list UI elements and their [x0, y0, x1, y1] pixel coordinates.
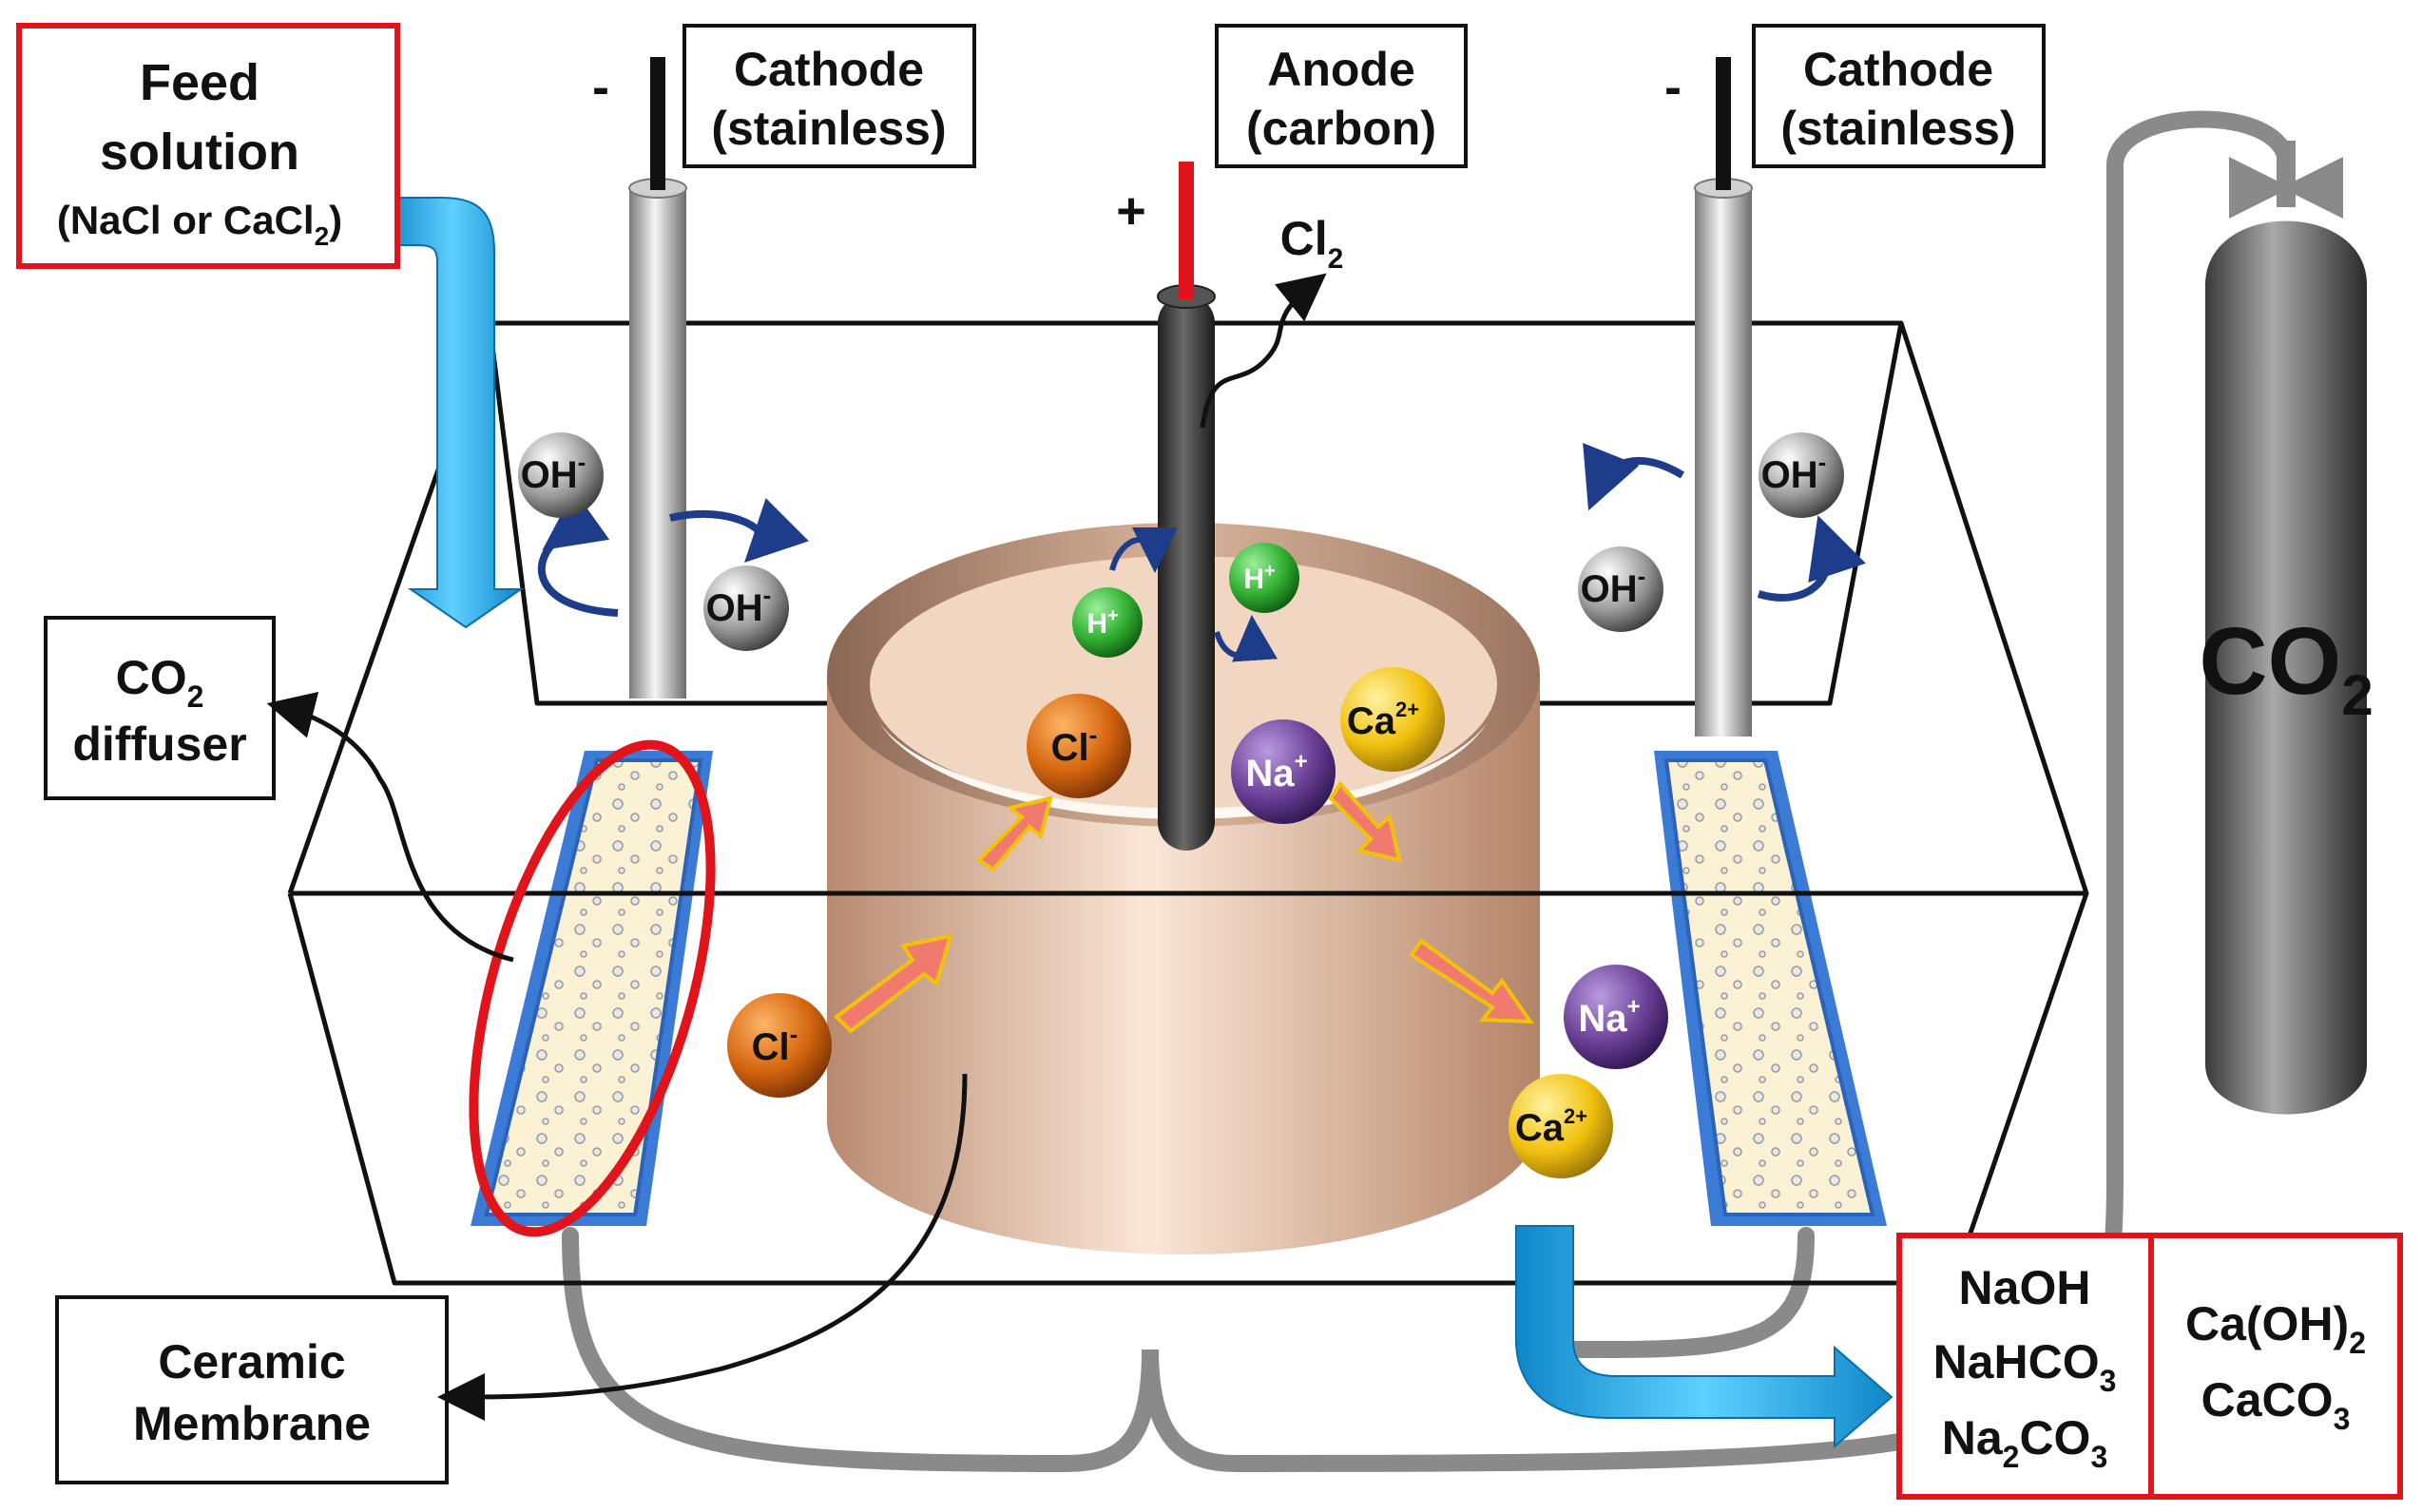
oh-circulation-arrow-right-1: [1583, 442, 1685, 511]
svg-text:Ceramic: Ceramic: [158, 1335, 345, 1388]
svg-text:Cathode: Cathode: [734, 43, 924, 96]
svg-text:OH-: OH-: [1581, 562, 1646, 610]
co2-tank-label: CO2: [2199, 608, 2373, 727]
svg-text:NaOH: NaOH: [1959, 1261, 2091, 1314]
tank-back-right-edge: [1898, 322, 2089, 894]
h-circulation-arrow-2: [1214, 615, 1278, 662]
ceramic-membrane-label: Ceramic Membrane: [55, 1295, 449, 1484]
co2-gas-cylinder: CO2: [2199, 141, 2374, 1115]
co2-diffuser-label: CO2 diffuser: [44, 616, 276, 800]
oh-ion-3: OH-: [1759, 432, 1844, 518]
svg-text:OH-: OH-: [1761, 448, 1827, 496]
oh-ion-2: OH-: [703, 565, 789, 651]
cathode-left-rod: [628, 57, 687, 699]
na-ion-outer: Na+: [1564, 965, 1668, 1069]
svg-text:solution: solution: [100, 124, 299, 181]
svg-text:(carbon): (carbon): [1246, 102, 1436, 155]
svg-text:(NaCl or CaCl2): (NaCl or CaCl2): [57, 198, 342, 251]
svg-text:NaHCO3: NaHCO3: [1933, 1335, 2117, 1398]
h-circulation-arrow-1: [1109, 526, 1178, 573]
oh-ion-4: OH-: [1578, 546, 1663, 632]
tank-back-edge: [487, 320, 1904, 706]
svg-text:Ca2+: Ca2+: [1347, 698, 1419, 742]
na-ion-inner: Na+: [1231, 719, 1336, 824]
svg-text:Na+: Na+: [1245, 749, 1307, 794]
svg-text:Cathode: Cathode: [1803, 43, 1993, 96]
anode-rod: [1157, 162, 1216, 851]
cathode-right-label: Cathode (stainless): [1752, 24, 2046, 168]
co2-gas-pipe: [562, 110, 2295, 1473]
cl-ion-outer: Cl-: [727, 993, 832, 1098]
cl2-label: Cl2: [1280, 212, 1344, 275]
cl-flow-arrow-inner: [975, 795, 1053, 872]
diffuser-highlight-ring: [469, 739, 716, 1237]
cation-flow-arrow-inner: [1328, 780, 1402, 863]
feed-inlet-arrow: [384, 197, 525, 629]
co2-diffuser-right: [1654, 751, 1887, 1226]
svg-text:(stainless): (stainless): [711, 102, 946, 155]
svg-text:Anode: Anode: [1267, 43, 1415, 96]
co2-diffuser-left: [471, 751, 713, 1226]
cathode-right-polarity: -: [1664, 59, 1682, 116]
cl-flow-arrow-outer: [833, 933, 953, 1034]
cation-flow-arrow-outer: [1409, 938, 1534, 1024]
co2-pipe-right-loop: [1550, 1227, 1815, 1358]
oh-ion-1: OH-: [518, 432, 604, 518]
h-ion-1: H+: [1072, 587, 1143, 658]
svg-text:Cl-: Cl-: [1051, 720, 1098, 769]
svg-text:Na+: Na+: [1578, 994, 1640, 1040]
h-ion-2: H+: [1229, 543, 1299, 613]
svg-text:OH-: OH-: [521, 448, 586, 496]
svg-text:Ca(OH)2: Ca(OH)2: [2185, 1297, 2366, 1360]
svg-text:(stainless): (stainless): [1780, 102, 2015, 155]
oh-circulation-arrow-left-1: [537, 489, 619, 617]
product-outlet-arrow: [1515, 1225, 1893, 1449]
anode-label: Anode (carbon): [1215, 24, 1468, 168]
svg-text:Ca2+: Ca2+: [1515, 1104, 1587, 1149]
ca-ion-inner: Ca2+: [1340, 667, 1445, 772]
svg-text:CO2: CO2: [116, 651, 204, 714]
calcium-products-box: Ca(OH)2 CaCO3: [2148, 1233, 2403, 1500]
svg-text:H+: H+: [1243, 561, 1275, 595]
oh-circulation-arrow-right-2: [1757, 515, 1866, 602]
feed-solution-label: Feed solution (NaCl or CaCl2): [16, 23, 400, 269]
svg-text:Cl-: Cl-: [752, 1020, 798, 1068]
cathode-right-rod: [1694, 57, 1753, 737]
svg-text:OH-: OH-: [706, 581, 772, 629]
sodium-products-box: NaOH NaHCO3 Na2CO3: [1896, 1233, 2154, 1500]
ca-ion-outer: Ca2+: [1509, 1074, 1613, 1178]
svg-text:Na2CO3: Na2CO3: [1942, 1411, 2108, 1474]
svg-text:CaCO3: CaCO3: [2201, 1373, 2351, 1436]
oh-circulation-arrow-left-2: [669, 498, 809, 564]
co2-diffuser-pointer: [266, 692, 514, 963]
svg-text:Feed: Feed: [140, 54, 260, 111]
svg-text:H+: H+: [1086, 605, 1118, 640]
cl2-gas-arrow: [1200, 273, 1327, 429]
svg-text:Membrane: Membrane: [133, 1397, 371, 1450]
svg-text:diffuser: diffuser: [72, 718, 246, 771]
ceramic-membrane-pointer: [437, 1073, 968, 1421]
ion-flow-arrows: [833, 780, 1534, 1034]
valve-icon: [2229, 157, 2343, 219]
cathode-left-polarity: -: [592, 59, 609, 116]
cl-ion-inner: Cl-: [1027, 694, 1131, 798]
cathode-left-label: Cathode (stainless): [682, 24, 976, 168]
anode-polarity: +: [1116, 182, 1146, 239]
